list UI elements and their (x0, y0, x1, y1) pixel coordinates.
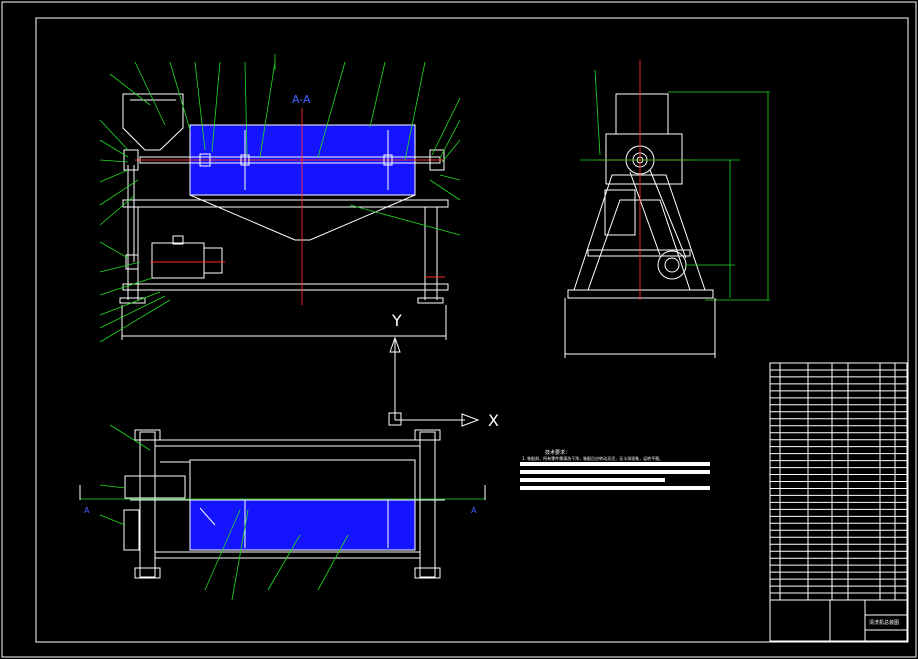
frame-beam (122, 199, 449, 208)
axis-y-label: Y (391, 311, 402, 330)
coordinate-axes (388, 336, 480, 427)
a-frame (573, 174, 706, 291)
title-block (769, 599, 908, 642)
side-view (564, 60, 770, 358)
top-view-hopper (124, 475, 186, 499)
section-mark-left: A (84, 506, 90, 515)
front-section-view (119, 93, 449, 340)
notes-title: 技术要求： (545, 449, 570, 456)
section-mark-right: A (471, 506, 477, 515)
belt-pulley (125, 254, 139, 270)
top-view (79, 424, 486, 601)
motor (151, 242, 205, 279)
feed-hopper (122, 93, 184, 151)
section-label: A-A (292, 93, 311, 106)
axis-x-label: X (488, 411, 499, 430)
side-hopper (615, 93, 669, 135)
leader-lines-front (99, 54, 461, 343)
technical-notes (520, 462, 710, 490)
parts-list-table (769, 362, 908, 642)
note-1: 1. 装配前，所有零件需清洗干净，装配后应转动灵活，无卡滞现象，运转平稳。 (522, 455, 663, 461)
title-block-name: 清洗机总装图 (869, 619, 899, 626)
tank-cone (189, 194, 416, 241)
top-view-tank (189, 499, 416, 551)
left-bearing (123, 149, 139, 171)
